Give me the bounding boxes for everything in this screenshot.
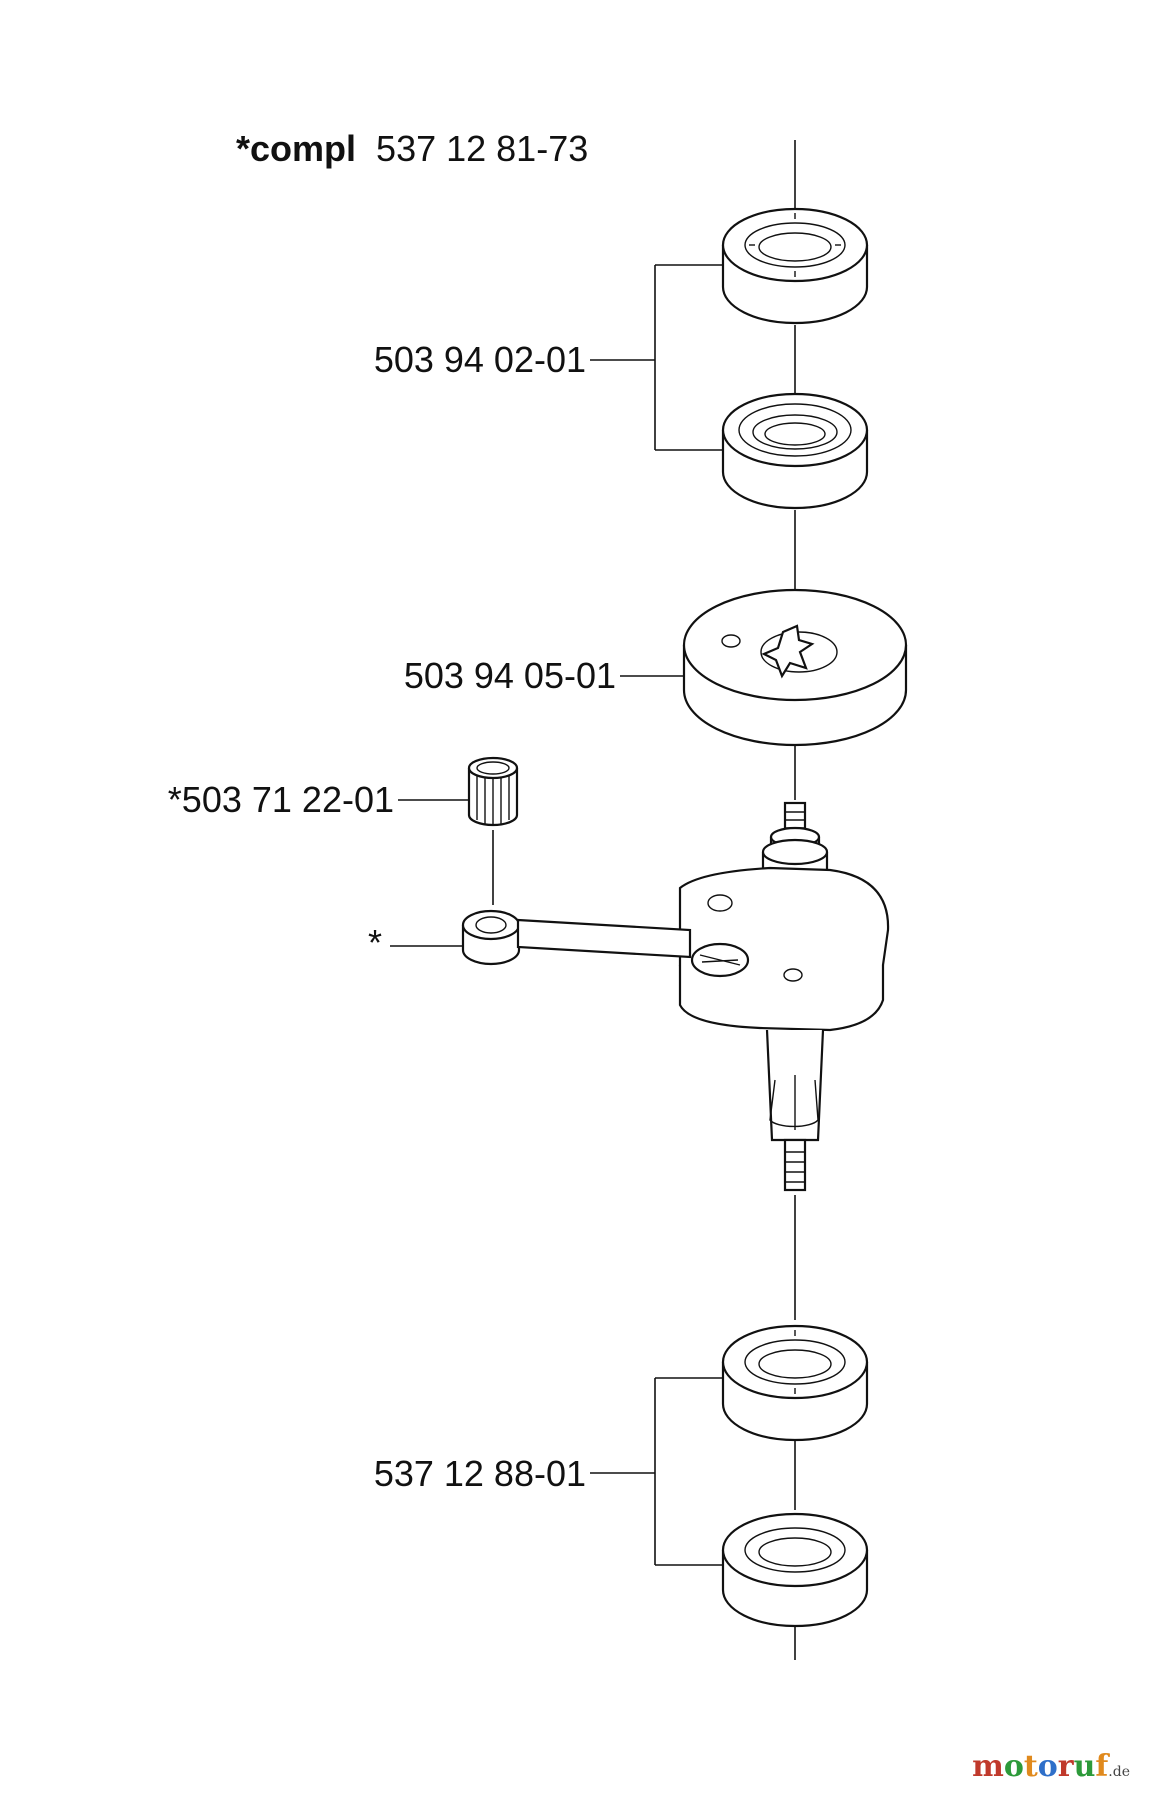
needle-bearing-label: *503 71 22-01 <box>168 779 394 820</box>
lower-seal-ring-1 <box>721 1324 869 1442</box>
leader-seals-bottom <box>590 1377 723 1566</box>
watermark-letter: f <box>1095 1749 1109 1784</box>
watermark-letter: o <box>1003 1749 1024 1784</box>
pulley-label: 503 94 05-01 <box>404 655 616 696</box>
connecting-rod <box>461 909 750 978</box>
compl-prefix: *compl <box>236 128 356 169</box>
watermark-letter: r <box>1057 1749 1074 1784</box>
leader-seals-top <box>590 264 723 451</box>
compl-number: 537 12 81-73 <box>376 128 588 169</box>
lower-seal-ring-2 <box>721 1512 869 1628</box>
pulley-drum <box>682 588 908 747</box>
top-seal-ring <box>721 207 869 325</box>
watermark-suffix: .de <box>1108 1764 1130 1780</box>
crankshaft-label: * <box>368 922 382 963</box>
upper-ball-bearing <box>721 392 869 510</box>
motoruf-watermark: motoruf.de <box>972 1749 1130 1784</box>
watermark-letter: m <box>972 1749 1004 1784</box>
watermark-letter: t <box>1023 1749 1038 1784</box>
watermark-letter: o <box>1037 1749 1058 1784</box>
needle-bearing-cage <box>467 756 519 827</box>
crankshaft-assembly <box>678 801 890 1192</box>
compl-kit-label: *compl 537 12 81-73 <box>236 128 588 169</box>
seals-bottom-label: 537 12 88-01 <box>374 1453 586 1494</box>
seals-top-label: 503 94 02-01 <box>374 339 586 380</box>
watermark-letter: u <box>1073 1749 1096 1784</box>
